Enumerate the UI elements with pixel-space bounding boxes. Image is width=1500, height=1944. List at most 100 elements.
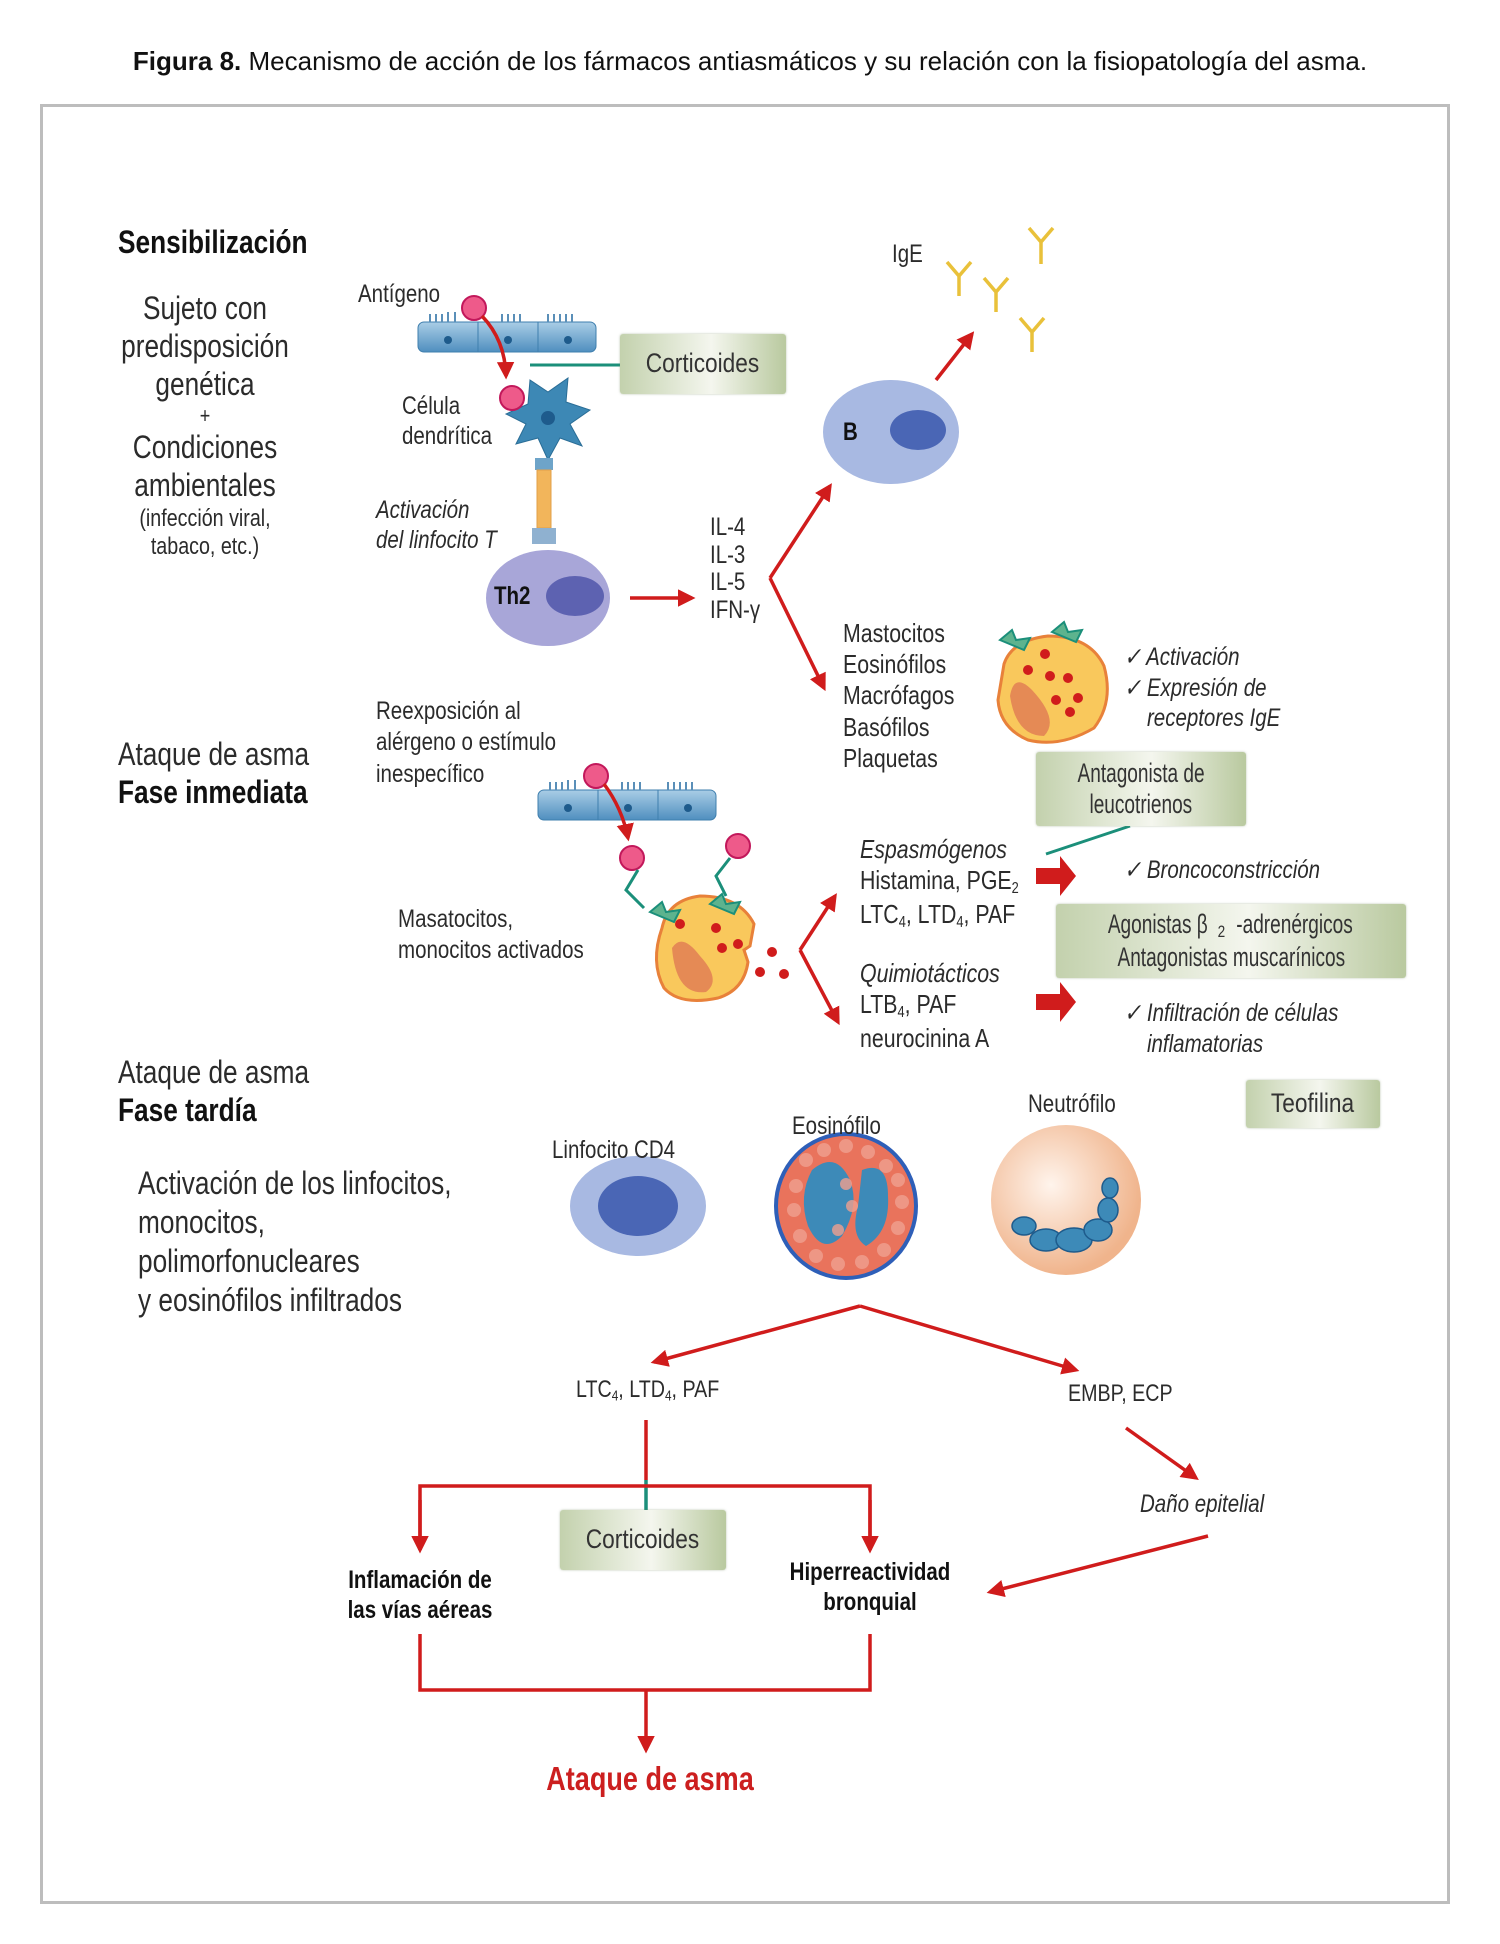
b-cell-icon — [823, 380, 959, 484]
subscript: 4 — [611, 1388, 619, 1405]
spasmogens-line2: LTC4, LTD4, PAF — [860, 899, 1019, 933]
subject-note: tabaco, etc.) — [150, 533, 260, 561]
text-line: Hiperreactividad — [789, 1558, 951, 1586]
text: -adrenérgicos — [1236, 909, 1353, 940]
check-icon: ✓ — [1124, 999, 1142, 1027]
text-line: Masatocitos, — [398, 905, 514, 933]
drug-label: Teofilina — [1271, 1088, 1355, 1119]
text: LTC — [576, 1376, 612, 1403]
subject-description: Sujeto con predisposición genética + Con… — [86, 290, 324, 561]
check-icon: ✓ — [1124, 673, 1142, 702]
text-line: polimorfonucleares — [138, 1243, 360, 1280]
spasmogens-title: Espasmógenos — [860, 834, 1007, 864]
drug-label: Corticoides — [646, 348, 760, 379]
label-antigeno: Antígeno — [358, 280, 441, 308]
effector-cell-list: Mastocitos Eosinófilos Macrófagos Basófi… — [843, 618, 954, 774]
chemotactic-block: Quimiotácticos LTB4, PAF neurocinina A — [860, 958, 1000, 1054]
text-line: bronquial — [823, 1587, 917, 1616]
effect-text: Infiltración de células — [1146, 999, 1339, 1027]
subject-line: ambientales — [134, 466, 276, 503]
subscript: 4 — [956, 913, 964, 931]
cytokine-list: IL-4 IL-3 IL-5 IFN-γ — [710, 513, 760, 624]
cytokine: IL-4 — [710, 513, 746, 541]
embp-to-damage-arrow — [1124, 1426, 1199, 1481]
activation-effects: ✓ Activación ✓ Expresión de receptores I… — [1124, 642, 1280, 734]
subject-line: predisposición — [121, 327, 289, 364]
dendritic-cell-icon — [499, 376, 592, 544]
neutrophil-icon — [991, 1125, 1141, 1275]
check-icon: ✓ — [1124, 643, 1142, 671]
effector-cell: Basófilos — [843, 711, 930, 742]
text-line: monocitos activados — [398, 936, 584, 965]
subscript: 4 — [898, 913, 906, 931]
effect-text: inflamatorias — [1146, 1029, 1264, 1058]
mast-cell-activated-icon — [996, 620, 1109, 744]
figure-caption: Figura 8. Mecanismo de acción de los fár… — [0, 46, 1500, 77]
late-mediators-right: EMBP, ECP — [1068, 1380, 1173, 1407]
effect-item: receptores IgE — [1146, 704, 1281, 732]
mediator-branch-up — [798, 893, 837, 951]
cytokine-branch-up — [768, 483, 832, 579]
figure-label: Figura 8. — [132, 46, 242, 76]
subscript: 4 — [897, 1004, 905, 1022]
effect-text: Broncoconstricción — [1146, 856, 1321, 884]
effector-cell: Mastocitos — [843, 618, 945, 648]
spasmogen-thick-arrow — [1036, 856, 1076, 896]
text-line: monocitos, — [138, 1204, 265, 1241]
figure-frame — [40, 104, 1450, 1904]
chemotactic-thick-arrow — [1036, 982, 1076, 1022]
subject-line: Sujeto con — [143, 290, 267, 326]
text: Agonistas β — [1107, 909, 1208, 940]
damage-to-hyperreactivity-arrow — [986, 1534, 1209, 1597]
th2-cell-icon — [486, 550, 610, 646]
subject-line: genética — [155, 365, 255, 402]
label-activacion-linfocito: Activación del linfocito T — [376, 496, 497, 555]
drug-box-corticoides-bottom: Corticoides — [560, 1510, 726, 1570]
cytokine: IL-3 — [710, 540, 746, 569]
text-line: inespecífico — [376, 759, 485, 788]
chemotactic-title: Quimiotácticos — [860, 958, 1000, 988]
label-ige: IgE — [892, 240, 923, 268]
eosinophil-to-ltc-arrow — [650, 1304, 861, 1367]
merge-to-attack — [418, 1634, 872, 1692]
effect-item: Expresión de — [1146, 673, 1267, 702]
antileukotriene-inhibition-line — [1045, 824, 1131, 856]
effect-item: Activación — [1146, 643, 1240, 671]
heading-fase-inmediata-line1: Ataque de asma — [118, 736, 310, 772]
heading-fase-inmediata-line2: Fase inmediata — [118, 774, 308, 810]
b-cell-to-ige-arrow — [934, 331, 975, 382]
label-cd4: Linfocito CD4 — [552, 1136, 676, 1164]
figure-title: Mecanismo de acción de los fármacos anti… — [241, 46, 1368, 76]
label-neutrophil: Neutrófilo — [1028, 1090, 1116, 1118]
eosinophil-icon — [774, 1132, 918, 1280]
chemotactic-line2: neurocinina A — [860, 1022, 990, 1053]
text-line: Activación de los linfocitos, — [138, 1165, 452, 1201]
outcome-inflammation: Inflamación de las vías aéreas — [338, 1566, 502, 1625]
subject-line: Condiciones — [132, 429, 278, 466]
text-line: Inflamación de — [348, 1566, 492, 1594]
mast-cell-degranulating-icon — [619, 833, 789, 1002]
late-mediators-left: LTC4, LTD4, PAF — [576, 1376, 719, 1406]
subscript: 2 — [1217, 923, 1225, 942]
allergen-icon — [583, 763, 609, 789]
late-phase-description: Activación de los linfocitos, monocitos,… — [138, 1164, 452, 1320]
text: , LTD — [905, 898, 957, 929]
text-line: las vías aéreas — [347, 1595, 493, 1624]
heading-fase-tardia-line1: Ataque de asma — [118, 1054, 310, 1090]
subscript: 4 — [664, 1388, 672, 1405]
text: , LTD — [618, 1376, 665, 1403]
ige-antibody-icons — [945, 226, 1055, 352]
label-line: Célula — [402, 392, 461, 420]
eosinophil-to-embp-arrow — [859, 1304, 1080, 1375]
cd4-lymphocyte-icon — [570, 1156, 706, 1256]
text-line: Antagonista de — [1077, 757, 1205, 788]
antigen-icon — [461, 295, 487, 321]
effect-infiltration: ✓ Infiltración de células inflamatorias — [1124, 998, 1338, 1059]
effect-bronchoconstriction: ✓ Broncoconstricción — [1124, 856, 1320, 886]
text-line: leucotrienos — [1089, 789, 1193, 819]
drug-box-teofilina: Teofilina — [1246, 1080, 1380, 1128]
label-celula-dendritica: Célula dendrítica — [402, 392, 492, 451]
